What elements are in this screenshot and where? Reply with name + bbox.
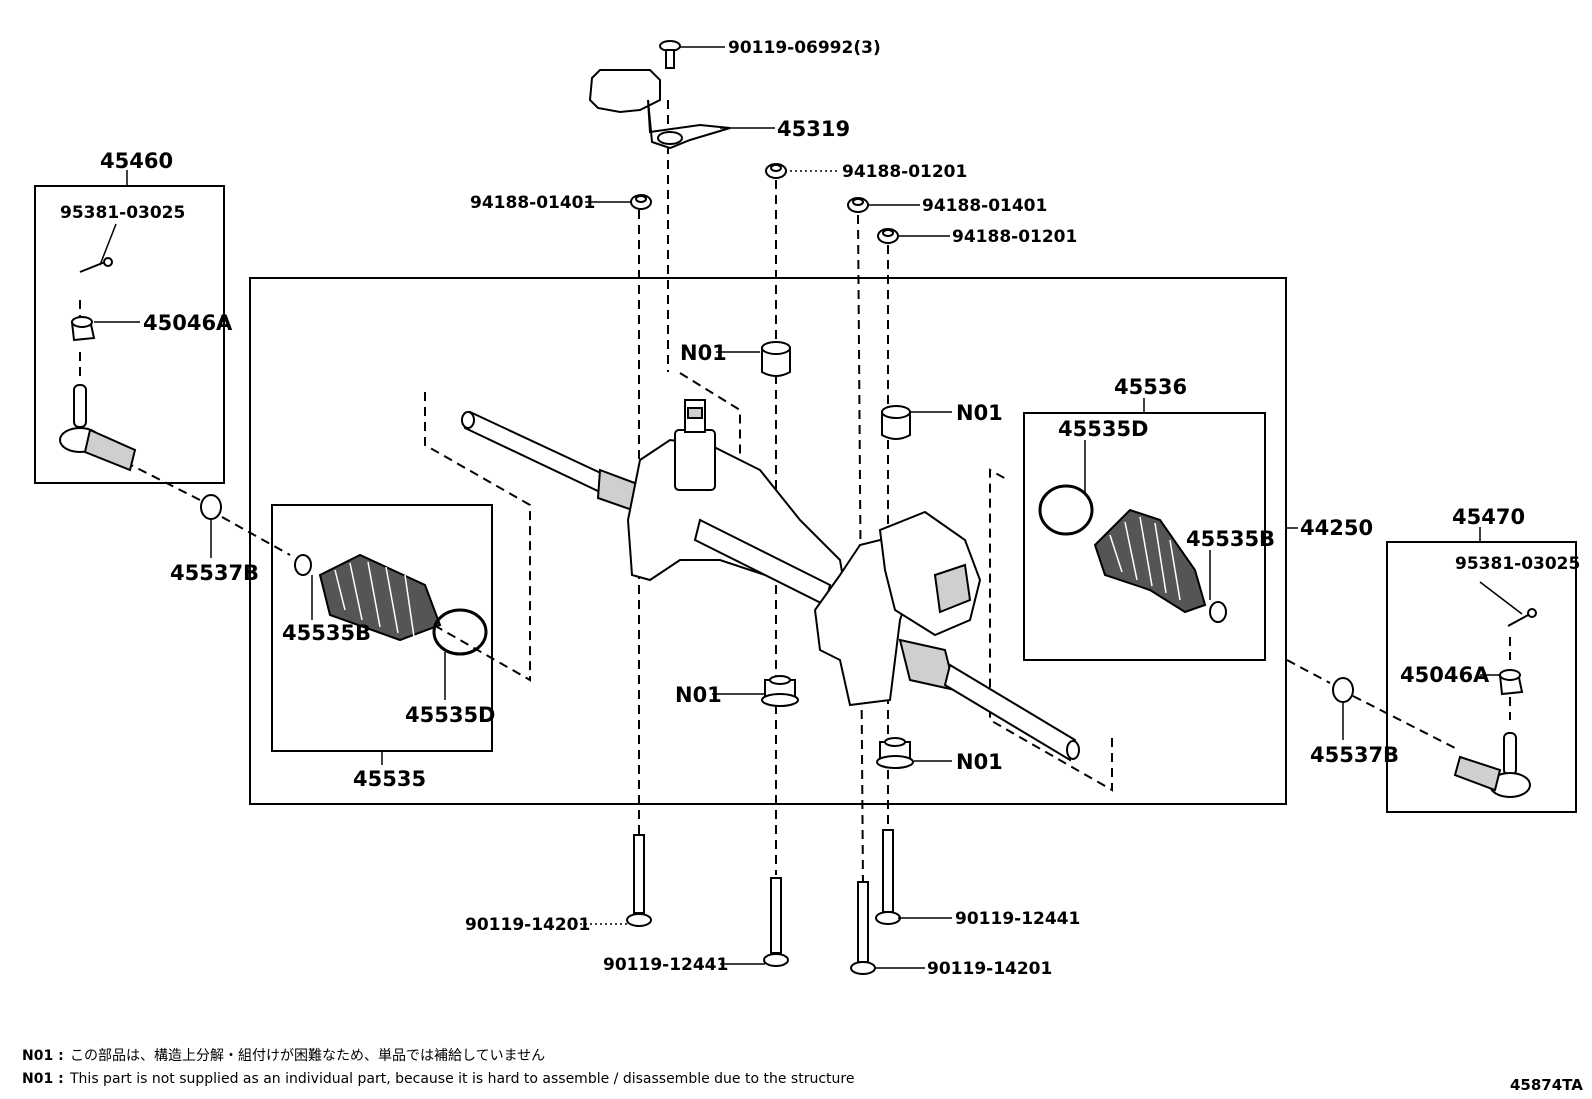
- label-boot-clamp-lh-d: 45535D: [405, 703, 496, 727]
- note-n01-prefix-en: N01 :: [22, 1071, 64, 1087]
- label-boot-clamp-rh-d: 45535D: [1058, 417, 1149, 441]
- boot-ring-icon: [1038, 484, 1094, 536]
- bolt-icon: [875, 829, 901, 925]
- label-cotter-pin-lh: 95381-03025: [60, 203, 185, 223]
- label-n01-bottom-left: N01: [675, 683, 722, 707]
- label-tie-rod-end-lh: 45460: [100, 149, 173, 173]
- label-boot-clamp-lh-b: 45535B: [282, 621, 371, 645]
- boot-lh-icon: [318, 553, 442, 642]
- nut-icon: [847, 197, 869, 213]
- note-n01-prefix-jp: N01 :: [22, 1048, 64, 1064]
- label-bracket: 45319: [777, 117, 850, 141]
- tie-rod-end-lh-icon: [59, 257, 137, 472]
- tie-rod-rh-box: [1386, 541, 1577, 813]
- label-nut-center: 94188-01201: [842, 162, 967, 182]
- label-bolt-2: 90119-12441: [603, 955, 728, 975]
- label-clamp-rh: 45537B: [1310, 743, 1399, 767]
- label-gear-assembly: 44250: [1300, 516, 1373, 540]
- bushing-icon: [876, 737, 914, 769]
- nut-icon: [877, 228, 899, 244]
- boot-clamp-icon: [294, 554, 312, 576]
- bolt-top-icon: [659, 40, 681, 69]
- boot-ring-icon: [432, 608, 488, 656]
- diagram-code: 45874TA: [1510, 1076, 1583, 1094]
- clamp-rh-icon: [1332, 677, 1354, 703]
- label-bolt-1: 90119-14201: [465, 915, 590, 935]
- label-boot-kit-lh: 45535: [353, 767, 426, 791]
- label-bracket-bolt: 90119-06992(3): [728, 38, 881, 58]
- tie-rod-end-rh-icon: [1453, 608, 1537, 798]
- leader-lines: [94, 46, 1523, 969]
- label-n01-bottom-right: N01: [956, 750, 1003, 774]
- label-nut-left: 94188-01401: [470, 193, 595, 213]
- tie-rod-lh-box: [34, 185, 225, 484]
- nut-icon: [630, 194, 652, 210]
- label-castle-nut-rh: 45046A: [1400, 663, 1490, 687]
- assembly-dashed-lines: [79, 100, 1511, 886]
- label-boot-kit-rh: 45536: [1114, 375, 1187, 399]
- boot-rh-icon: [1093, 508, 1207, 614]
- bolt-icon: [850, 881, 876, 975]
- boot-clamp-icon: [1209, 601, 1227, 623]
- note-n01-text-en: This part is not supplied as an individu…: [69, 1071, 854, 1087]
- label-castle-nut-lh: 45046A: [143, 311, 233, 335]
- label-cotter-pin-rh: 95381-03025: [1455, 554, 1580, 574]
- label-tie-rod-end-rh: 45470: [1452, 505, 1525, 529]
- bolt-icon: [763, 877, 789, 967]
- label-n01-top-left: N01: [680, 341, 727, 365]
- label-n01-top-right: N01: [956, 401, 1003, 425]
- label-clamp-lh: 45537B: [170, 561, 259, 585]
- gear-assembly-box: [249, 277, 1287, 805]
- clamp-lh-icon: [200, 494, 222, 520]
- bushing-icon: [881, 405, 911, 440]
- label-nut-right-b: 94188-01201: [952, 227, 1077, 247]
- bolt-icon: [626, 834, 652, 927]
- bracket-45319: [588, 69, 731, 150]
- steering-gear-icon: [461, 399, 1080, 762]
- label-bolt-4: 90119-14201: [927, 959, 1052, 979]
- label-bolt-3: 90119-12441: [955, 909, 1080, 929]
- bushing-icon: [761, 341, 791, 377]
- bushing-icon: [761, 675, 799, 707]
- label-boot-clamp-rh-b: 45535B: [1186, 527, 1275, 551]
- label-nut-right-a: 94188-01401: [922, 196, 1047, 216]
- note-n01-text-jp: この部品は、構造上分解・組付けが困難なため、単品では補給していません: [70, 1048, 545, 1064]
- nut-icon: [765, 163, 787, 179]
